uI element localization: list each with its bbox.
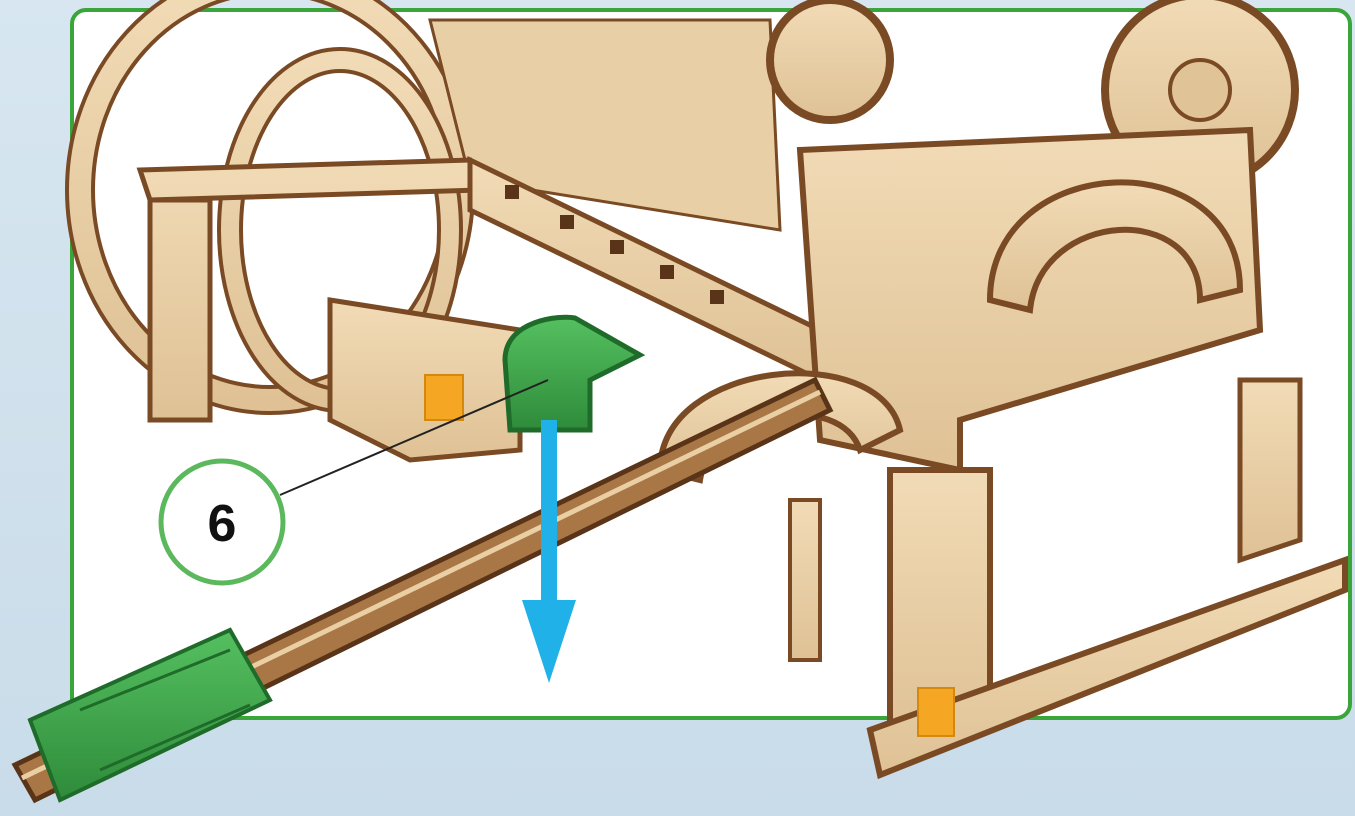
glue-tab — [918, 688, 954, 736]
far-leg — [1240, 380, 1300, 560]
step-number: 6 — [208, 495, 237, 553]
glue-tab — [425, 375, 463, 420]
